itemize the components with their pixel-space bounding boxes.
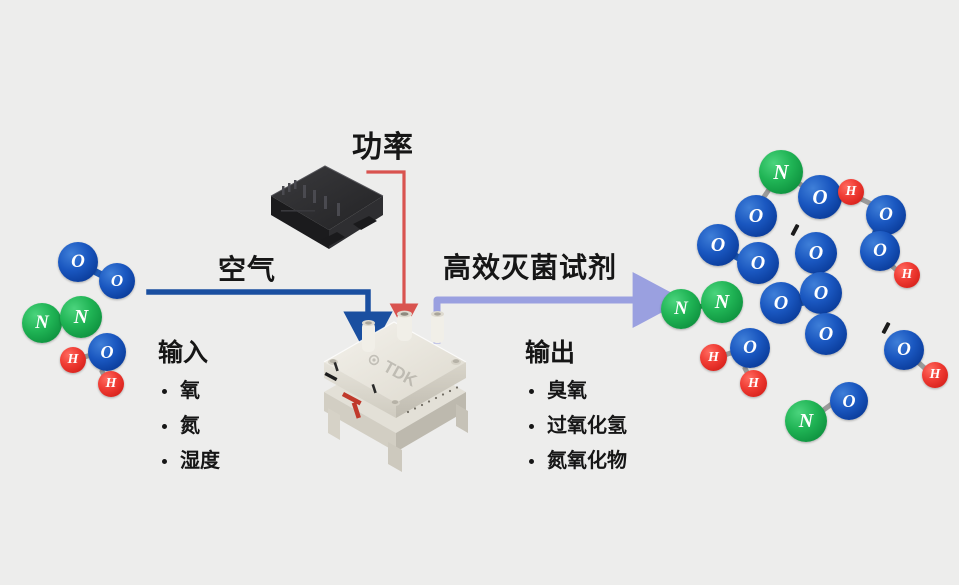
atom-oxygen: O [88,333,126,371]
atom-oxygen: O [884,330,924,370]
atom-oxygen: O [730,328,770,368]
atom-hydrogen: H [838,179,864,205]
atom-nitrogen: N [701,281,743,323]
list-item: 氧 [160,380,220,403]
atom-oxygen: O [805,313,847,355]
power-supply-box [270,165,384,249]
device-port-air [362,320,375,352]
device-port-output [431,311,444,343]
atom-oxygen: O [58,242,98,282]
atom-nitrogen: N [22,303,62,343]
molecule-n2: N N [22,295,108,343]
atom-hydrogen: H [922,362,948,388]
atom-nitrogen: N [759,150,803,194]
atom-hydrogen: H [60,347,86,373]
atom-oxygen: O [860,231,900,271]
atom-nitrogen: N [60,296,102,338]
tdk-plasma-device: TDK [323,310,468,472]
atom-oxygen: O [798,175,842,219]
input-section-title: 输入 [158,339,209,367]
input-list: 氧 氮 湿度 [160,380,220,485]
atom-oxygen: O [735,195,777,237]
atom-nitrogen: N [661,289,701,329]
molecule-h2o-b: O H H [700,328,782,402]
molecule-h2o: O H H [58,333,140,399]
molecule-n2-b: N N [661,281,747,329]
list-item: 氮 [160,415,220,438]
molecule-no: N O [785,382,868,442]
atom-nitrogen: N [785,400,827,442]
label-power: 功率 [352,131,414,164]
output-list: 臭氧 过氧化氢 氮氧化物 [527,380,627,485]
radical-dot-icon [790,223,800,237]
radical-dot-icon [881,321,891,335]
atom-oxygen: O [866,195,906,235]
atom-oxygen: O [800,272,842,314]
molecule-h2o2: H O O H [838,175,924,290]
atom-hydrogen: H [700,344,727,371]
label-air: 空气 [218,254,277,285]
molecule-o3: O O O [760,272,860,378]
device-port-power [397,310,412,341]
molecule-o2-b: O O [697,222,781,284]
atom-oxygen: O [99,263,135,299]
molecule-oh-radical: O H [878,318,950,390]
device-electrodes [324,362,377,419]
molecule-no2: N O O [735,150,845,250]
device-vents [406,386,459,414]
atom-oxygen: O [830,382,868,420]
atom-oxygen: O [697,224,739,266]
molecule-o-radical: O [785,218,841,274]
atom-hydrogen: H [894,262,920,288]
output-section-title: 输出 [525,339,576,367]
atom-oxygen: O [795,232,837,274]
list-item: 臭氧 [527,380,627,403]
label-sterilizing-agent: 高效灭菌试剂 [443,252,618,283]
list-item: 过氧化氢 [527,415,627,438]
list-item: 湿度 [160,450,220,473]
atom-oxygen: O [760,282,802,324]
atom-hydrogen: H [740,370,767,397]
list-item: 氮氧化物 [527,450,627,473]
atom-hydrogen: H [98,371,124,397]
atom-oxygen: O [737,242,779,284]
molecule-o2: O O [58,240,138,302]
